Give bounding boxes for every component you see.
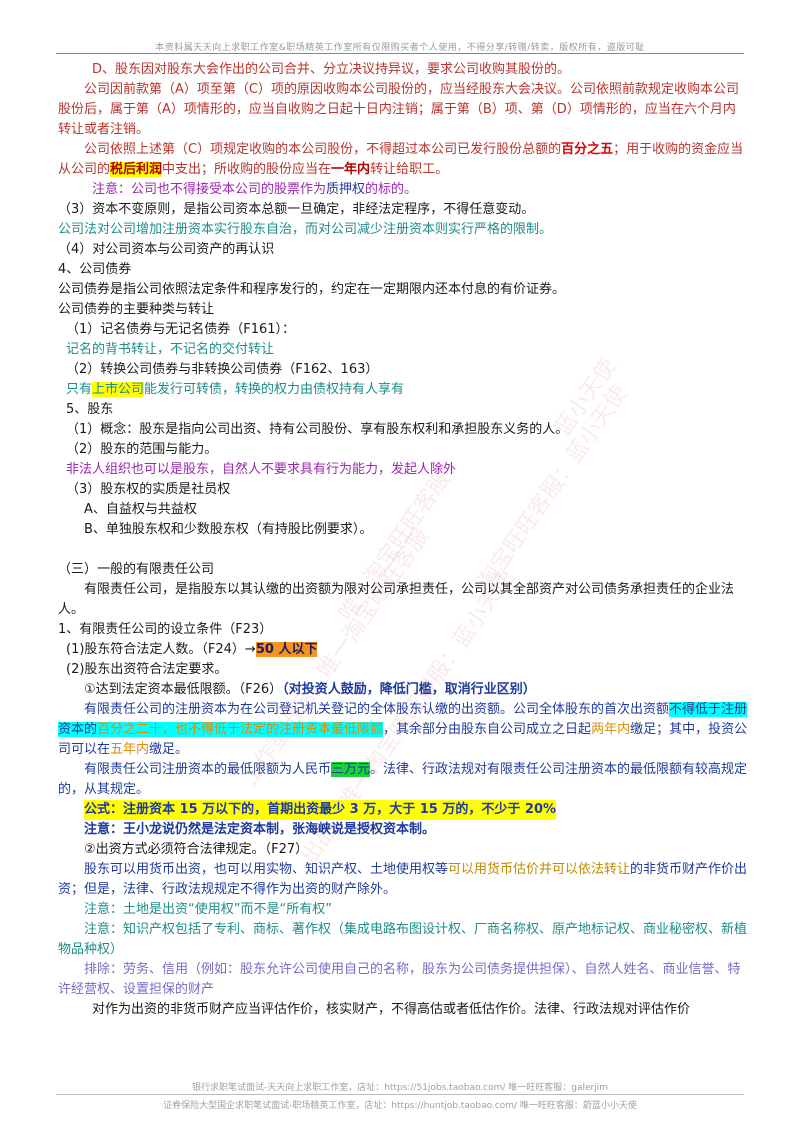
note-paragraph: 排除：劳务、信用（例如：股东允许公司使用自己的名称，股东为公司债务提供担保）、自… [58,962,741,997]
section-heading: 1、有限责任公司的设立条件（F23） [58,622,273,637]
page-header-notice: 本资料属天天向上求职工作室&职场精英工作室所有仅限购买者个人使用，不得分享/转赠… [155,43,645,53]
text-paragraph: 公司因前款第（A）项至第（C）项的原因收购本公司股份的，应当经股东大会决议。公司… [58,82,739,137]
text-paragraph: 有限责任公司的注册资本为在公司登记机关登记的全体股东认缴的出资额。公司全体股东的… [58,702,748,757]
text-paragraph: 有限责任公司，是指股东以其认缴的出资额为限对公司承担责任，公司以其全部资产对公司… [58,582,735,617]
header-divider [56,53,744,54]
text-line: B、单独股东权和少数股东权（有持股比例要求）。 [84,522,373,537]
text-line: 非法人组织也可以是股东，自然人不要求具有行为能力，发起人除外 [66,462,457,477]
text-line: 记名的背书转让，不记名的交付转让 [66,342,275,357]
text-line: 公司法对公司增加注册资本实行股东自治，而对公司减少注册资本则实行严格的限制。 [58,222,553,237]
footer-line-1: 银行求职笔试面试-天天向上求职工作室，店址：https://51jobs.tao… [191,1083,609,1093]
text-line: （1）记名债券与无记名债券（F161）： [66,322,296,337]
text-paragraph: 对作为出资的非货币财产应当评估作价，核实财产，不得高估或者低估作价。法律、行政法… [92,1002,691,1017]
text-line: （2）转换公司债券与非转换公司债券（F162、163） [66,362,379,377]
formula-highlight: 公式：注册资本 15 万以下的，首期出资最少 3 万，大于 15 万的，不少于 … [84,800,557,820]
text-line: （3）资本不变原则，是指公司资本总额一旦确定，非经法定程序，不得任意变动。 [58,202,535,217]
section-heading: 5、股东 [66,402,114,417]
text-line: ①达到法定资本最低限额。（F26）（对投资人鼓励，降低门槛，取消行业区别） [84,682,536,697]
note-paragraph: 注意：知识产权包括了专利、商标、著作权（集成电路布图设计权、厂商名称权、原产地标… [58,922,748,957]
note-line: 注意：土地是出资“使用权”而不是“所有权” [84,902,332,917]
text-line: （2）股东的范围与能力。 [66,442,218,457]
text-line: 只有上市公司能发行可转债，转换的权力由债权持有人享有 [66,382,405,397]
text-line: A、自益权与共益权 [84,502,197,517]
footer-divider [56,1094,744,1095]
text-paragraph: 有限责任公司注册资本的最低限额为人民币三万元。法律、行政法规对有限责任公司注册资… [58,762,748,797]
text-line: 公司债券的主要种类与转让 [58,302,215,317]
text-paragraph: 股东可以用货币出资，也可以用实物、知识产权、土地使用权等可以用货币估价并可以依法… [58,862,748,897]
footer-line-2: 证券保险大型国企求职笔试面试-职场精英工作室，店址：https://huntjo… [163,1101,637,1111]
text-line: （3）股东权的实质是社员权 [66,482,231,497]
text-line: （1）概念：股东是指向公司出资、持有公司股份、享有股东权利和承担股东义务的人。 [66,422,569,437]
text-line: 公司债券是指公司依照法定条件和程序发行的，约定在一定期限内还本付息的有价证券。 [58,282,566,297]
section-heading: （三）一般的有限责任公司 [58,562,215,577]
text-line: D、股东因对股东大会作出的公司合并、分立决议持异议，要求公司收购其股份的。 [92,62,571,77]
text-line: ②出资方式必须符合法律规定。（F27） [84,842,309,857]
text-paragraph: 公司依照上述第（C）项规定收购的本公司股份，不得超过本公司已发行股份总额的百分之… [58,142,744,177]
document-body: D、股东因对股东大会作出的公司合并、分立决议持异议，要求公司收购其股份的。 公司… [58,60,748,1020]
section-heading: 4、公司债券 [58,262,132,277]
text-line: (1)股东符合法定人数。（F24）→50 人以下 [66,642,318,657]
note-line: 注意：王小龙说仍然是法定资本制，张海峡说是授权资本制。 [84,822,436,837]
text-line: 注意：公司也不得接受本公司的股票作为质押权的标的。 [92,182,418,197]
text-line: (2)股东出资符合法定要求。 [66,662,228,677]
text-line: （4）对公司资本与公司资产的再认识 [58,242,275,257]
